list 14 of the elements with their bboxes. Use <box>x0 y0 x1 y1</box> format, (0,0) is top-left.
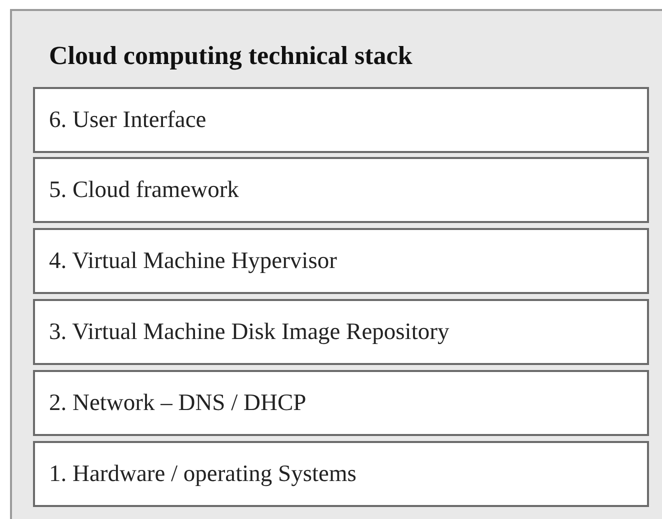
layer-box <box>33 441 649 507</box>
layer-box <box>33 228 649 294</box>
layer-label: 2. Network – DNS / DHCP <box>48 390 306 416</box>
layer-box <box>33 299 649 365</box>
layer-box <box>33 87 649 153</box>
layer-box <box>33 370 649 436</box>
stack-panel <box>10 9 662 519</box>
layer-label: 6. User Interface <box>48 106 206 134</box>
layer-label: 1. Hardware / operating Systems <box>48 460 356 488</box>
layer-label: 3. Virtual Machine Disk Image Repository <box>48 318 450 346</box>
layer-box <box>33 157 649 223</box>
layer-label: 5. Cloud framework <box>48 176 239 204</box>
stack-title: Cloud computing technical stack <box>49 41 412 71</box>
layer-label: 4. Virtual Machine Hypervisor <box>48 248 337 274</box>
